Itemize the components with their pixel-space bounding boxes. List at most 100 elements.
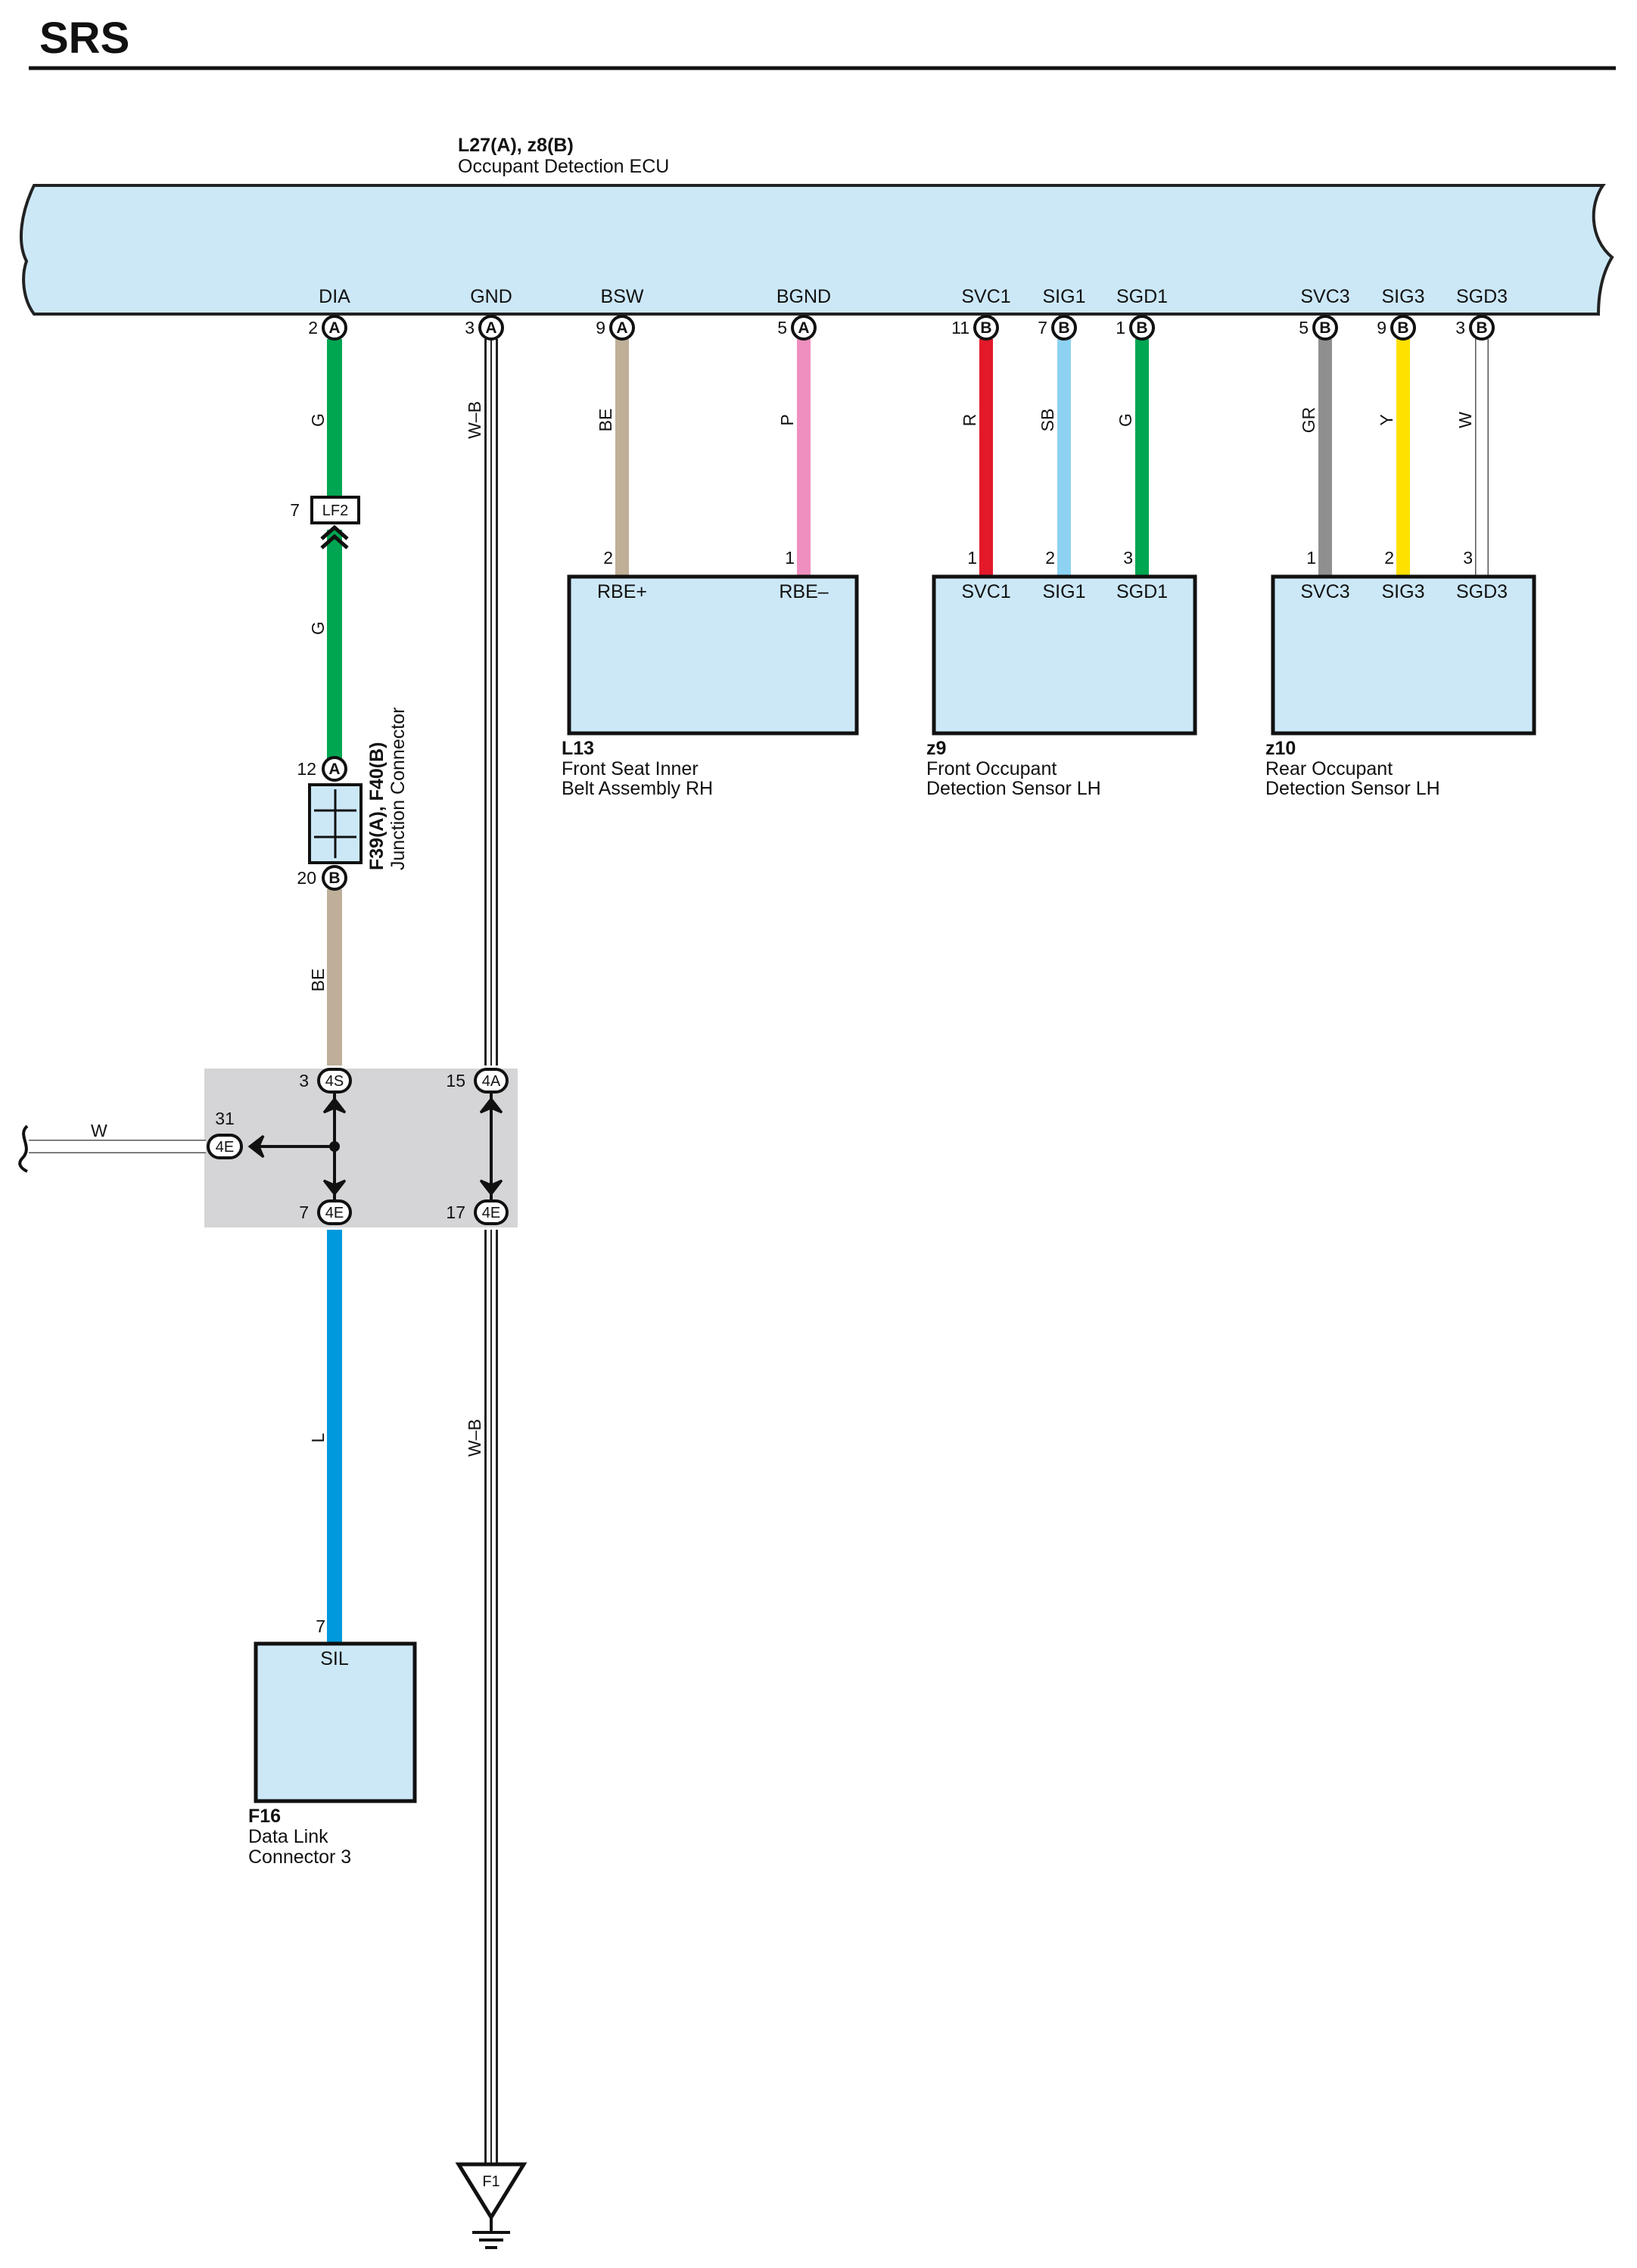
svg-text:17: 17	[446, 1202, 465, 1222]
svg-text:9: 9	[596, 318, 605, 338]
svg-text:7: 7	[299, 1202, 309, 1222]
svg-text:7: 7	[290, 500, 300, 520]
svg-text:2: 2	[1384, 548, 1394, 568]
wire-label-sig1: SB	[1038, 409, 1057, 432]
svg-text:4E: 4E	[216, 1139, 234, 1156]
wire-label-sig3: Y	[1377, 414, 1396, 425]
splice-terminal-d: 4E 7	[299, 1199, 352, 1225]
ecu-terminal-sig1: SIG1	[1043, 286, 1086, 307]
svg-text:Detection Sensor LH: Detection Sensor LH	[926, 778, 1101, 799]
svg-text:B: B	[328, 870, 340, 887]
svg-text:A: A	[798, 319, 809, 337]
ecu-terminal-bsw: BSW	[601, 286, 644, 307]
ecu-pin-dia: A 2	[308, 315, 347, 341]
ecu-pins: A 2 A 3 A 9 A 5 B 11 B 7 B	[308, 315, 1495, 341]
svg-text:SIG1: SIG1	[1043, 581, 1086, 602]
svg-text:4E: 4E	[482, 1205, 500, 1221]
svg-text:RBE+: RBE+	[597, 581, 647, 602]
wire-label-bgnd: P	[777, 414, 797, 425]
wire-label-svc1: R	[960, 414, 979, 427]
ecu-pin-sig3: B 9	[1377, 315, 1416, 341]
component-z9-code: z9	[926, 738, 946, 759]
junction-connector: A 12 B 20 F39(A), F40(B) Junction Connec…	[297, 708, 409, 891]
splice-block: W 4S 3 4A 15 4E 31 4E 7	[18, 1068, 518, 1227]
ecu-pin-svc3: B 5	[1299, 315, 1338, 341]
svg-text:B: B	[1397, 319, 1408, 337]
ecu-terminal-bgnd: BGND	[776, 286, 831, 307]
junction-connector-name: Junction Connector	[387, 708, 409, 870]
wire-label-dlc: L	[308, 1433, 328, 1442]
component-f16: 7 SIL F16 Data Link Connector 3	[248, 1616, 417, 1868]
component-l13: 2 1 RBE+ RBE– L13 Front Seat Inner Belt …	[562, 548, 859, 799]
ecu-code: L27(A), z8(B)	[458, 135, 574, 156]
svg-text:Data Link: Data Link	[248, 1826, 328, 1847]
svg-text:Connector 3: Connector 3	[248, 1846, 351, 1868]
ecu-terminal-labels: DIA GND BSW BGND SVC1 SIG1 SGD1 SVC3 SIG…	[319, 286, 1508, 307]
svg-text:SVC1: SVC1	[961, 581, 1010, 602]
svg-text:B: B	[980, 319, 991, 337]
svg-text:5: 5	[1299, 318, 1309, 338]
component-z10-code: z10	[1265, 738, 1296, 759]
component-z10: 1 2 3 SVC3 SIG3 SGD3 z10 Rear Occupant D…	[1265, 548, 1536, 799]
svg-text:1: 1	[967, 548, 977, 568]
svg-text:3: 3	[1463, 548, 1473, 568]
wire-label-sgd1: G	[1116, 413, 1135, 427]
svg-text:SVC3: SVC3	[1300, 581, 1349, 602]
svg-text:3: 3	[465, 318, 475, 338]
svg-text:A: A	[616, 319, 627, 337]
component-l13-code: L13	[562, 738, 594, 759]
ecu-pin-svc1: B 11	[951, 315, 999, 341]
svg-text:15: 15	[446, 1071, 465, 1090]
wire-label-bsw: BE	[596, 409, 615, 432]
wire-label-dia-lower: BE	[308, 969, 328, 992]
svg-text:SGD3: SGD3	[1456, 581, 1508, 602]
svg-text:Front Occupant: Front Occupant	[926, 758, 1057, 779]
wire-label-junction-out: W	[91, 1121, 107, 1140]
wire-label-dia-middle: G	[308, 621, 328, 635]
svg-text:4A: 4A	[482, 1073, 501, 1090]
inline-connector-lf2: LF2 7	[290, 496, 360, 549]
svg-text:1: 1	[1116, 318, 1125, 338]
svg-text:1: 1	[785, 548, 795, 568]
svg-text:B: B	[1136, 319, 1147, 337]
svg-text:Detection Sensor LH: Detection Sensor LH	[1265, 778, 1440, 799]
svg-text:7: 7	[316, 1616, 325, 1636]
ecu-terminal-sgd3: SGD3	[1456, 286, 1508, 307]
wire-label-gnd-upper: W–B	[465, 401, 484, 439]
svg-text:5: 5	[777, 318, 787, 338]
splice-terminal-c: 4E 31	[207, 1109, 243, 1159]
svg-text:2: 2	[1045, 548, 1055, 568]
svg-text:3: 3	[1455, 318, 1465, 338]
svg-text:31: 31	[215, 1109, 235, 1128]
splice-terminal-e: 4E 17	[446, 1199, 509, 1225]
page-title: SRS	[39, 14, 129, 63]
ecu-terminal-sgd1: SGD1	[1116, 286, 1168, 307]
component-f16-code: F16	[248, 1806, 281, 1827]
junction-connector-code: F39(A), F40(B)	[366, 742, 387, 870]
ecu-body	[19, 184, 1614, 316]
ecu-terminal-svc1: SVC1	[961, 286, 1010, 307]
svg-text:SGD1: SGD1	[1116, 581, 1168, 602]
wire-label-svc3: GR	[1299, 407, 1318, 434]
splice-terminal-b: 4A 15	[446, 1068, 509, 1094]
svg-text:SIG3: SIG3	[1382, 581, 1425, 602]
ground-label: F1	[482, 2173, 500, 2190]
svg-text:2: 2	[603, 548, 613, 568]
ecu-pin-bgnd: A 5	[777, 315, 817, 341]
svg-text:9: 9	[1377, 318, 1386, 338]
svg-text:20: 20	[297, 868, 316, 888]
svg-text:RBE–: RBE–	[779, 581, 828, 602]
ecu-terminal-gnd: GND	[470, 286, 512, 307]
svg-text:B: B	[1058, 319, 1069, 337]
wire-label-dia-upper: G	[308, 413, 328, 427]
ecu-pin-sgd1: B 1	[1116, 315, 1155, 341]
ecu-pin-sig1: B 7	[1038, 315, 1077, 341]
svg-text:A: A	[328, 319, 340, 337]
svg-text:A: A	[485, 319, 496, 337]
ecu-pin-sgd3: B 3	[1455, 315, 1495, 341]
svg-text:A: A	[328, 761, 340, 778]
svg-text:Belt Assembly RH: Belt Assembly RH	[562, 778, 713, 799]
wire-label-gnd-lower: W–B	[465, 1419, 484, 1457]
svg-text:12: 12	[297, 759, 316, 779]
